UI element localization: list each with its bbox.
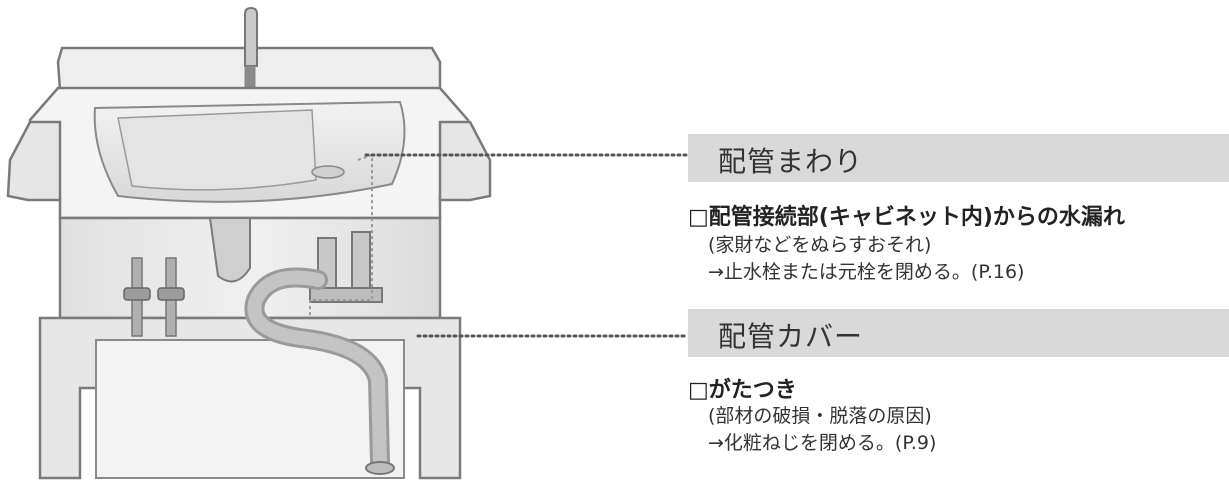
check-note: (部材の破損・脱落の原因) (708, 405, 932, 427)
cabinet-lower (38, 316, 462, 480)
section-heading: 配管カバー (718, 320, 864, 353)
check-item-wobble: □がたつき (688, 378, 797, 403)
section-header-pipe-cover: 配管カバー (688, 309, 1229, 357)
stop-valves (123, 257, 185, 337)
check-action: →止水栓または元栓を閉める。(P.16) (708, 261, 1025, 283)
section-header-piping: 配管まわり (688, 134, 1229, 182)
check-note: (家財などをぬらすおそれ) (708, 234, 932, 256)
drain-hose (244, 267, 395, 475)
section-heading: 配管まわり (718, 145, 864, 178)
washbasin-cabinet-illustration (6, 6, 690, 480)
basin-bowl (93, 100, 406, 203)
drain-icon (311, 165, 345, 179)
check-item-water-leak: □配管接続部(キャビネット内)からの水漏れ (688, 205, 1125, 230)
check-action: →化粧ねじを閉める。(P.9) (708, 432, 937, 454)
